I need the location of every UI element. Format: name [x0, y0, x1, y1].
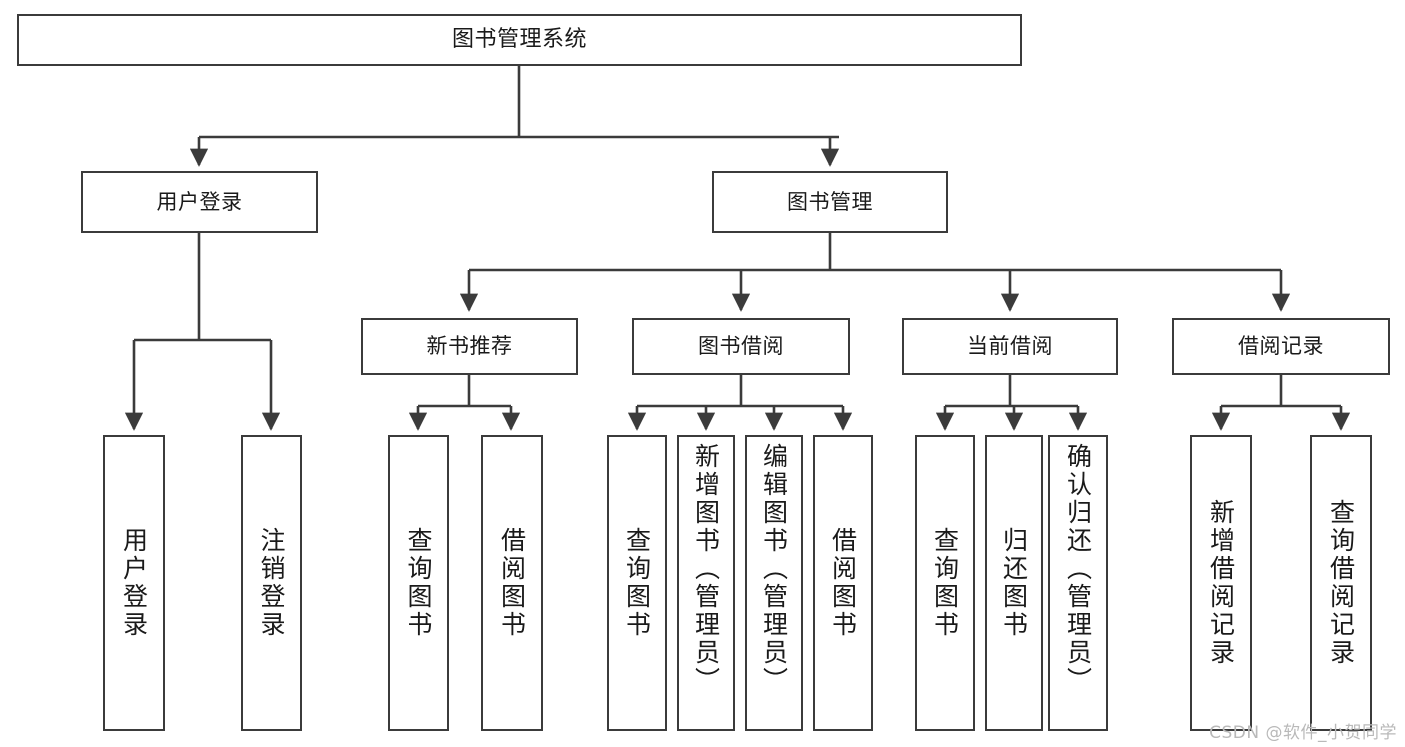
node-label: 当前借阅 — [967, 334, 1053, 359]
node-label: 图书管理系统 — [451, 27, 587, 53]
node-label: 确认归还（管理员） — [1063, 443, 1093, 695]
leaf-record-add-record[interactable]: 新增借阅记录 — [1190, 435, 1252, 731]
node-label: 用户登录 — [119, 527, 149, 639]
node-book-borrow[interactable]: 图书借阅 — [632, 318, 850, 375]
leaf-borrow-query-book[interactable]: 查询图书 — [607, 435, 667, 731]
node-label: 查询借阅记录 — [1326, 499, 1356, 667]
node-current-borrow[interactable]: 当前借阅 — [902, 318, 1118, 375]
node-label: 查询图书 — [404, 527, 433, 639]
leaf-borrow-borrow-book[interactable]: 借阅图书 — [813, 435, 873, 731]
leaf-new-book-borrow[interactable]: 借阅图书 — [481, 435, 543, 731]
leaf-borrow-add-book-admin[interactable]: 新增图书（管理员） — [677, 435, 735, 731]
node-label: 新书推荐 — [426, 334, 513, 359]
node-label: 新增图书（管理员） — [691, 443, 721, 695]
leaf-current-query-book[interactable]: 查询图书 — [915, 435, 975, 731]
node-borrow-record[interactable]: 借阅记录 — [1172, 318, 1390, 375]
leaf-record-query-record[interactable]: 查询借阅记录 — [1310, 435, 1372, 731]
node-label: 编辑图书（管理员） — [759, 443, 789, 695]
leaf-user-login-signout[interactable]: 注销登录 — [241, 435, 302, 731]
node-label: 注销登录 — [257, 527, 286, 639]
leaf-current-confirm-return-admin[interactable]: 确认归还（管理员） — [1048, 435, 1108, 731]
node-label: 图书借阅 — [698, 334, 784, 359]
node-new-book-recommend[interactable]: 新书推荐 — [361, 318, 578, 375]
node-label: 用户登录 — [156, 189, 243, 214]
node-label: 归还图书 — [999, 527, 1029, 639]
csdn-watermark: CSDN @软件_小贺同学 — [1209, 723, 1397, 743]
node-label: 查询图书 — [930, 527, 960, 639]
leaf-new-book-query[interactable]: 查询图书 — [388, 435, 449, 731]
node-label: 借阅图书 — [828, 527, 858, 639]
node-label: 图书管理 — [787, 189, 873, 214]
node-book-management[interactable]: 图书管理 — [712, 171, 948, 233]
leaf-user-login-signin[interactable]: 用户登录 — [103, 435, 165, 731]
node-root-book-management-system[interactable]: 图书管理系统 — [17, 14, 1022, 66]
leaf-current-return-book[interactable]: 归还图书 — [985, 435, 1043, 731]
node-label: 查询图书 — [622, 527, 652, 639]
node-label: 借阅记录 — [1238, 334, 1324, 359]
node-label: 新增借阅记录 — [1206, 499, 1236, 667]
leaf-borrow-edit-book-admin[interactable]: 编辑图书（管理员） — [745, 435, 803, 731]
node-user-login[interactable]: 用户登录 — [81, 171, 318, 233]
node-label: 借阅图书 — [497, 527, 527, 639]
